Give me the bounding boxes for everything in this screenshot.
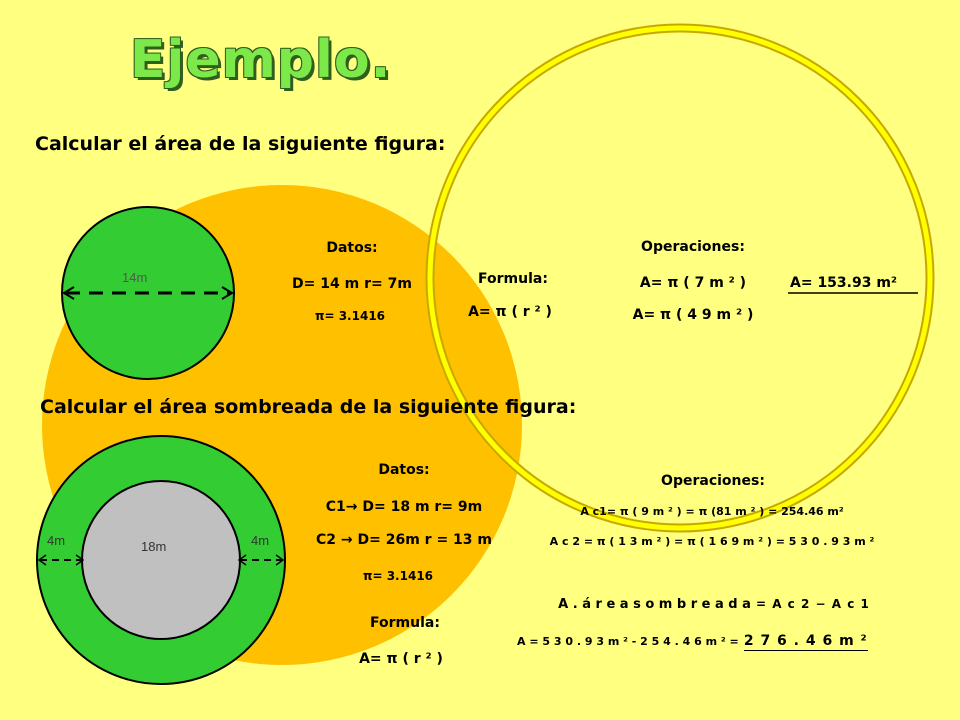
figure1-arrow-right [221, 286, 234, 300]
part2-final-row: A = 5 3 0 . 9 3 m ² - 2 5 4 . 4 6 m ² = … [517, 630, 868, 651]
part1-operaciones-title: Operaciones: [641, 239, 745, 255]
figure2-right-arrow-a [237, 554, 247, 566]
figure2-left-arrow-a [37, 554, 47, 566]
part2-op-line1: A c1= π ( 9 m ² ) = π (81 m ² ) = 254.46… [580, 505, 844, 518]
part1-formula-title: Formula: [478, 271, 548, 287]
part2-op-line2: A c 2 = π ( 1 3 m ² ) = π ( 1 6 9 m ² ) … [549, 535, 875, 548]
page-title: Ejemplo. [130, 30, 392, 90]
part2-datos-title: Datos: [378, 462, 430, 478]
part2-operaciones-title: Operaciones: [661, 473, 765, 489]
figure2-right-arrow-b [275, 554, 285, 566]
figure2-inner-diameter-label: 18m [141, 539, 167, 554]
part1-op-line2: A= π ( 4 9 m ² ) [632, 307, 754, 323]
part1-datos-title: Datos: [326, 240, 378, 256]
figure2-inner-gray-circle [81, 480, 241, 640]
part1-datos-line2: π= 3.1416 [314, 309, 386, 323]
part1-result: A= 153.93 m² [790, 275, 898, 291]
part2-area-formula: = A c 2 − A c 1 [755, 597, 870, 611]
part2-datos-line2: C2 → D= 26m r = 13 m [316, 532, 492, 548]
part1-op-line1: A= π ( 7 m ² ) [639, 275, 747, 291]
large-yellow-ring [427, 25, 933, 531]
part2-datos-line1: C1→ D= 18 m r= 9m [325, 499, 483, 515]
part1-heading: Calcular el área de la siguiente figura: [35, 133, 446, 155]
figure2-right-width-label: 4m [251, 533, 270, 548]
part2-area-sombreada-row: A . á r e a s o m b r e a d a = A c 2 − … [558, 593, 870, 612]
part2-area-label: A . á r e a s o m b r e a d a [558, 597, 751, 612]
part1-formula: A= π ( r ² ) [468, 304, 552, 320]
part2-final-result: 2 7 6 . 4 6 m ² [743, 633, 868, 651]
figure1-diameter-label: 14m [122, 270, 148, 285]
figure2-left-arrow-b [75, 554, 85, 566]
part2-formula-title: Formula: [370, 615, 440, 631]
part1-datos-line1: D= 14 m r= 7m [292, 276, 412, 292]
figure1-arrow-left [62, 286, 75, 300]
part2-heading: Calcular el área sombreada de la siguien… [40, 396, 577, 418]
figure2-left-width-label: 4m [47, 533, 66, 548]
part2-formula: A= π ( r ² ) [359, 651, 443, 667]
part2-final-prefix: A = 5 3 0 . 9 3 m ² - 2 5 4 . 4 6 m ² = [517, 635, 739, 648]
part2-datos-line3: π= 3.1416 [362, 569, 434, 583]
